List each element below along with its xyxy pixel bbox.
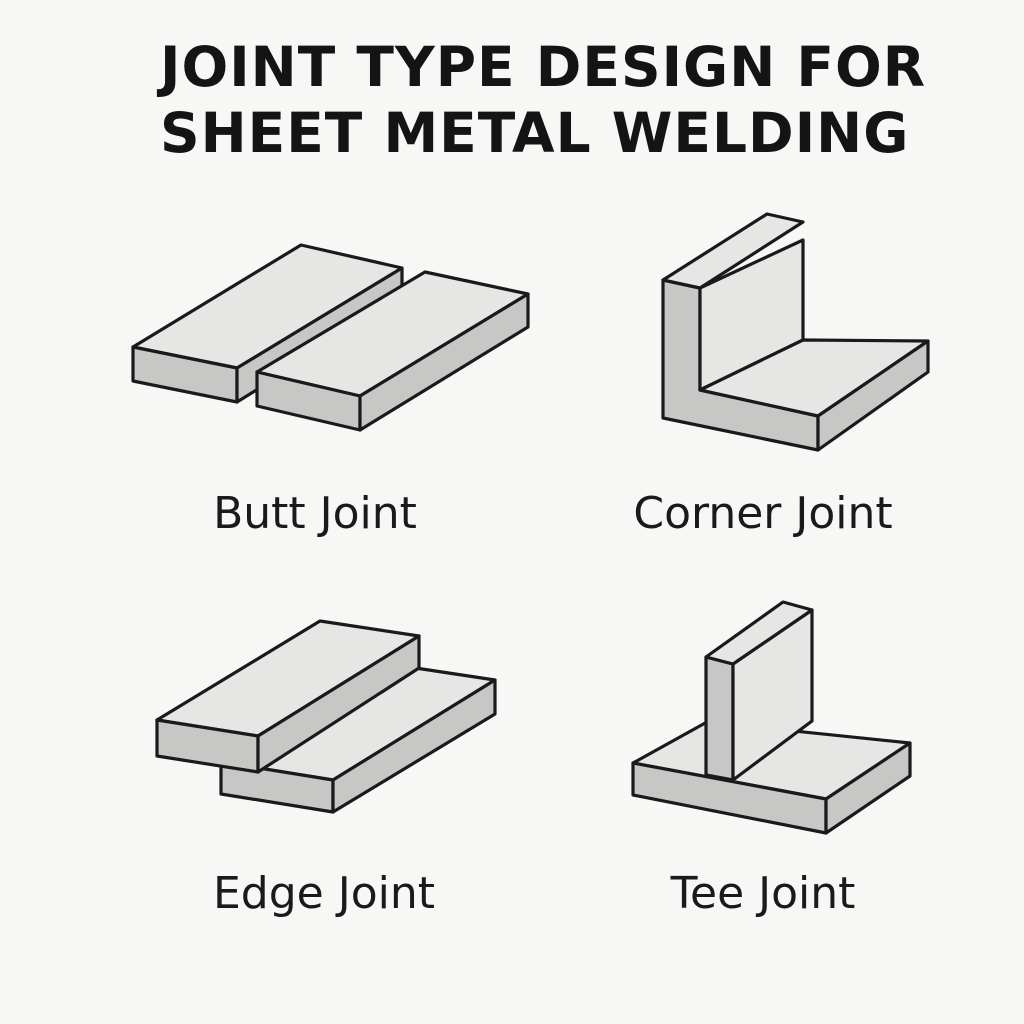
page-title: JOINT TYPE DESIGN FOR SHEET METAL WELDIN… — [160, 34, 980, 166]
tee-vertical-plate — [704, 600, 814, 782]
tee-joint-icon — [631, 600, 912, 835]
butt-joint-icon — [131, 243, 530, 432]
edge-joint-icon — [155, 619, 497, 814]
edge-joint-label: Edge Joint — [213, 868, 435, 919]
corner-vertical-top — [661, 212, 805, 290]
butt-plate-right — [255, 270, 530, 432]
tee-base-plate — [631, 720, 912, 835]
corner-joint-icon — [661, 212, 930, 452]
title-line-2: SHEET METAL WELDING — [160, 101, 910, 165]
corner-base-front — [816, 339, 930, 452]
corner-joint-label: Corner Joint — [633, 488, 893, 539]
tee-joint-label: Tee Joint — [670, 868, 856, 919]
title-line-1: JOINT TYPE DESIGN FOR — [160, 35, 927, 99]
butt-joint-label: Butt Joint — [213, 488, 417, 539]
edge-plate-upper — [155, 619, 421, 774]
